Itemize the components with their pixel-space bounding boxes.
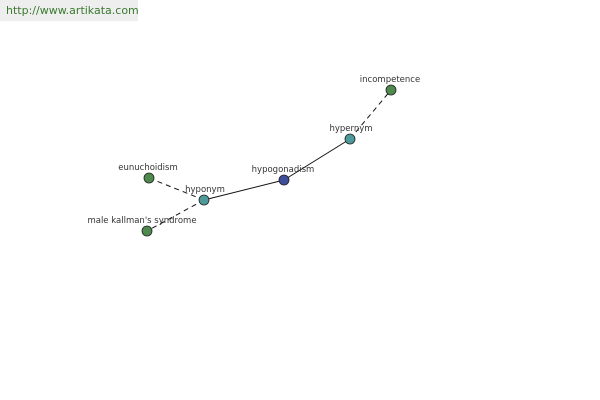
- node-dot-hyponym[interactable]: [198, 194, 210, 206]
- node-dot-male-kallmans-syndrome[interactable]: [141, 225, 153, 237]
- edge-hypogonadism-hyponym: [203, 179, 285, 201]
- node-dot-incompetence[interactable]: [385, 84, 397, 96]
- node-label-male-kallmans-syndrome: male kallman's syndrome: [87, 216, 196, 226]
- node-label-hypogonadism: hypogonadism: [252, 165, 315, 175]
- edge-hyponym-male-kallmans-syndrome: [146, 199, 205, 232]
- node-label-hypernym: hypernym: [329, 124, 372, 134]
- node-hyponym[interactable]: hyponym: [185, 185, 225, 206]
- node-eunuchoidism[interactable]: eunuchoidism: [118, 163, 178, 184]
- node-label-hyponym: hyponym: [185, 185, 225, 195]
- node-label-incompetence: incompetence: [360, 75, 420, 85]
- node-incompetence[interactable]: incompetence: [360, 75, 420, 96]
- node-dot-hypernym[interactable]: [344, 133, 356, 145]
- graph-edges: [146, 89, 392, 232]
- graph-nodes: hypogonadism hypernym hyponym incompetence e…: [87, 75, 420, 237]
- edge-hypernym-incompetence: [349, 89, 392, 140]
- edge-hypogonadism-hypernym: [283, 138, 351, 181]
- edge-hyponym-eunuchoidism: [148, 177, 205, 201]
- source-url-banner[interactable]: http://www.artikata.com: [0, 0, 139, 21]
- node-hypernym[interactable]: hypernym: [329, 124, 373, 145]
- node-dot-hypogonadism[interactable]: [278, 174, 290, 186]
- node-label-eunuchoidism: eunuchoidism: [118, 163, 177, 173]
- node-dot-eunuchoidism[interactable]: [143, 172, 155, 184]
- node-male-kallmans-syndrome[interactable]: male kallman's syndrome: [87, 216, 197, 237]
- node-hypogonadism[interactable]: hypogonadism: [252, 165, 315, 186]
